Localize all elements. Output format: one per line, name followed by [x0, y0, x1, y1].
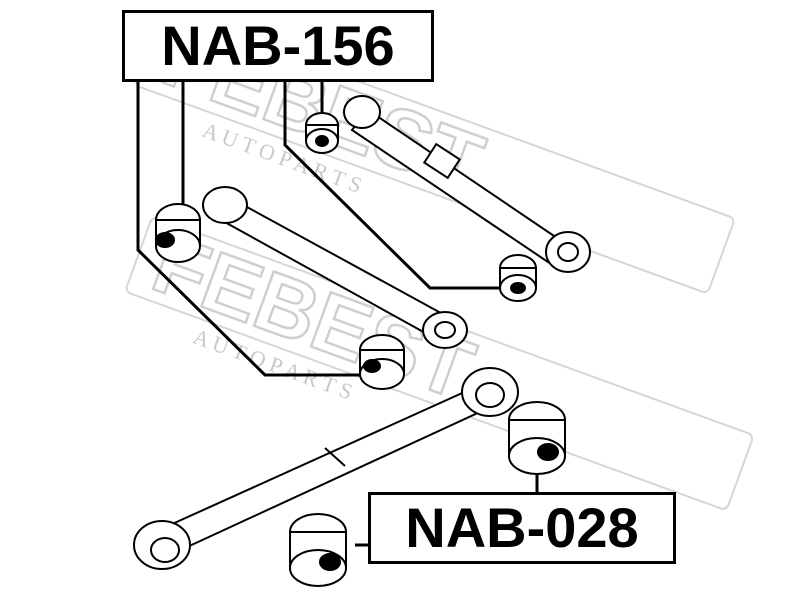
arm-adjuster-nut: [422, 142, 462, 180]
arm-eye-lower-right-hole: [475, 382, 505, 408]
arm-eye-lower-left-hole: [150, 537, 180, 563]
arm-eye-middle-left: [202, 186, 248, 224]
bushing-middle: [359, 334, 405, 390]
part-number-label-bottom: NAB-028: [368, 492, 676, 564]
upper-right-control-arm: [343, 95, 591, 273]
watermark-group: FEBEST A U T O P A R T S FEBEST A U T O …: [125, 8, 754, 510]
bushing-upper-small: [305, 112, 339, 154]
bushing-upper-right: [499, 254, 537, 302]
leader-line-1: [136, 80, 360, 377]
bushing-lower-right: [508, 401, 566, 475]
bushing-left-large: [155, 203, 201, 263]
lower-control-arm: [133, 367, 519, 570]
part-number-label-top: NAB-156: [122, 10, 434, 82]
leader-line-3: [283, 80, 500, 290]
leader-lines-top: [136, 80, 500, 377]
bushing-group-top: [155, 112, 537, 390]
arm-lower-break-mark: [324, 447, 346, 467]
arm-eye-upper-left: [343, 95, 381, 129]
arm-eye-upper-right-hole: [557, 242, 579, 262]
watermark-bottom: FEBEST A U T O P A R T S: [125, 214, 754, 510]
arm-eye-middle-right-hole: [434, 321, 456, 339]
bushing-lower-left: [289, 513, 347, 587]
bushing-group-bottom: [289, 401, 566, 587]
middle-control-arm: [202, 186, 468, 349]
